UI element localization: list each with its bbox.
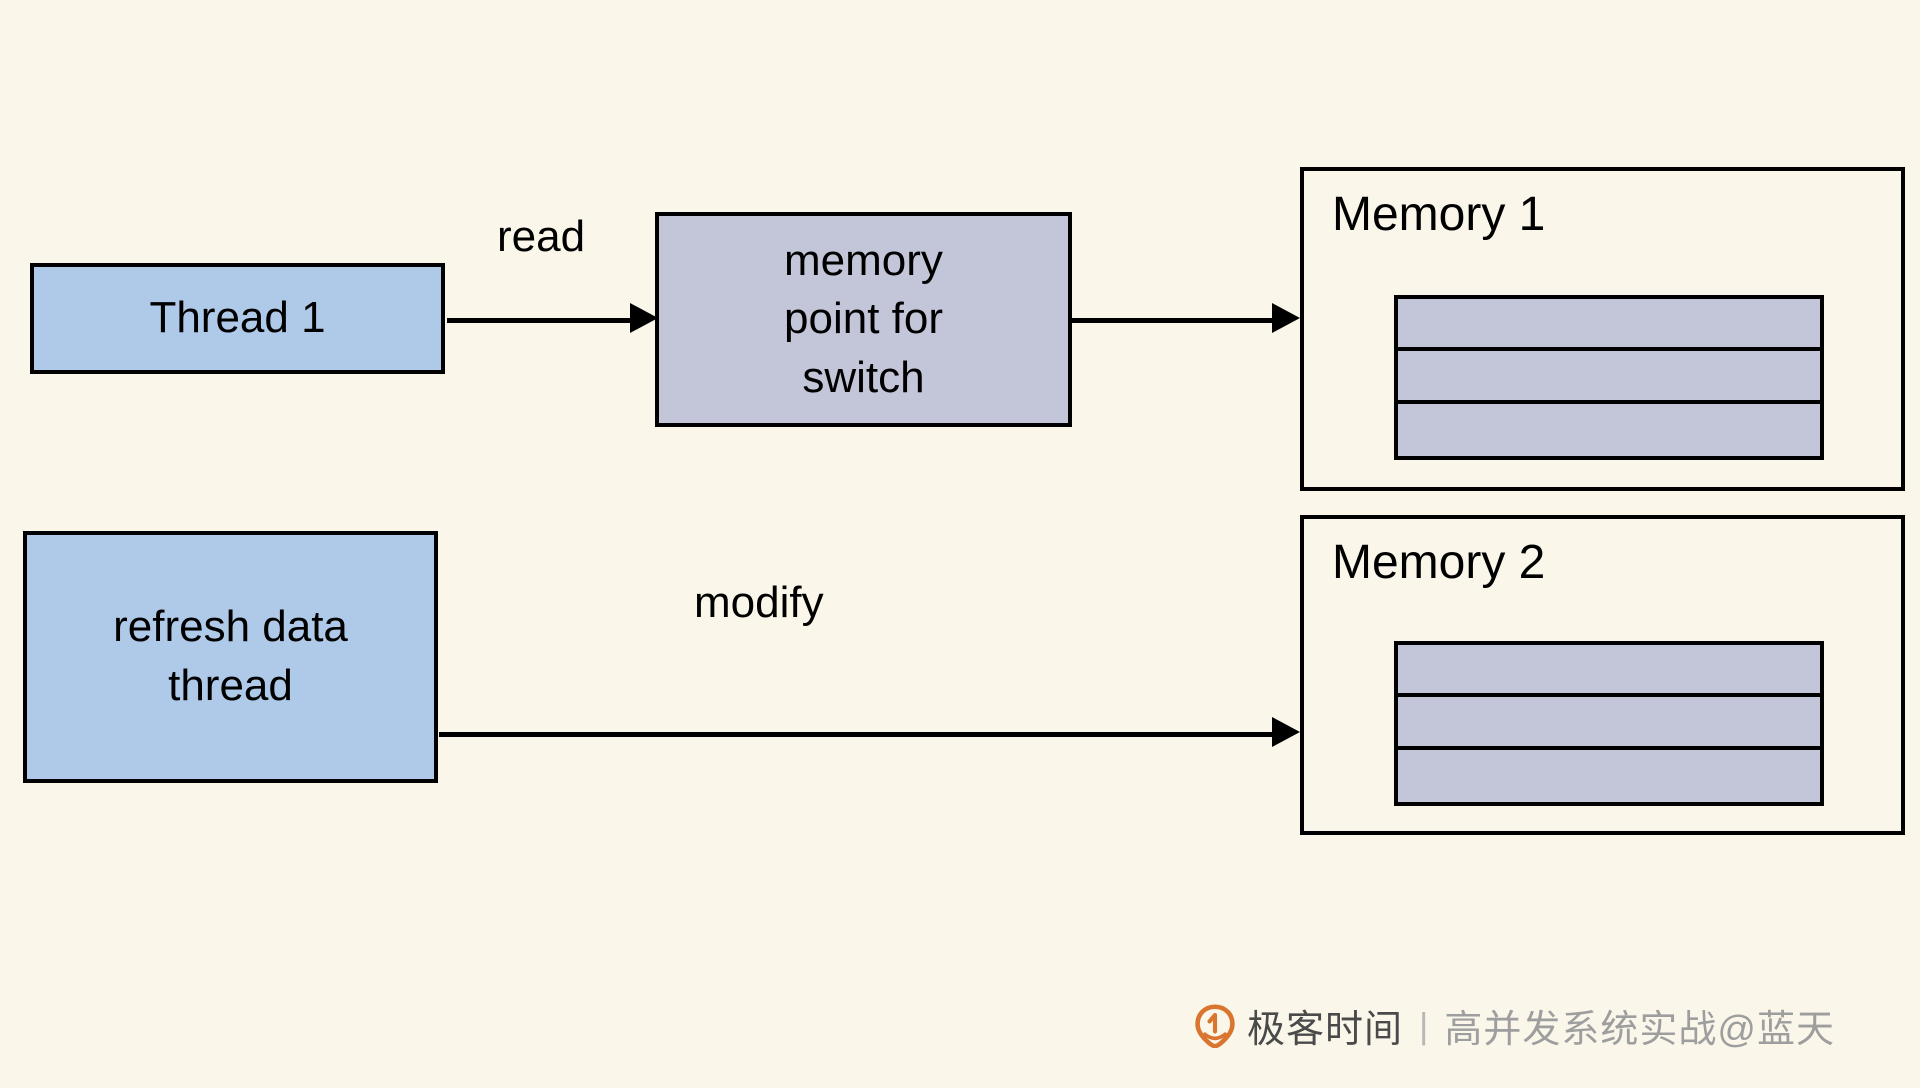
geekbang-logo-icon <box>1195 1003 1235 1048</box>
memory-point-node: memory point for switch <box>655 212 1072 427</box>
thread1-label: Thread 1 <box>149 293 326 343</box>
memory1-cell-row <box>1398 404 1820 456</box>
read-edge-arrowhead <box>630 303 658 333</box>
memory2-node: Memory 2 <box>1300 515 1905 835</box>
modify-edge-label: modify <box>694 578 824 627</box>
watermark-divider: | <box>1419 1004 1429 1046</box>
read-edge-line <box>447 318 637 323</box>
memory2-cell-row <box>1398 645 1820 698</box>
memory1-cell-row <box>1398 299 1820 352</box>
watermark: 极客时间 | 高并发系统实战@蓝天 <box>1193 998 1835 1053</box>
watermark-subtitle: 高并发系统实战@蓝天 <box>1444 1009 1835 1051</box>
modify-edge-line <box>439 732 1279 737</box>
memory1-cells <box>1394 295 1824 460</box>
memory2-title: Memory 2 <box>1332 536 1546 589</box>
memorypoint-to-memory1-edge-line <box>1072 318 1272 323</box>
memory1-title: Memory 1 <box>1332 188 1546 241</box>
modify-edge-arrowhead <box>1272 717 1300 747</box>
refresh-data-thread-node: refresh data thread <box>23 531 438 783</box>
memory-point-line1: memory <box>784 235 943 285</box>
memory-point-line2: point for <box>784 294 943 344</box>
memorypoint-to-memory1-edge-arrowhead <box>1272 303 1300 333</box>
read-edge-label: read <box>497 212 586 261</box>
thread1-node: Thread 1 <box>30 263 445 374</box>
refresh-thread-line1: refresh data <box>113 602 348 652</box>
memory2-cells <box>1394 641 1824 806</box>
memory-point-line3: switch <box>802 352 925 402</box>
refresh-thread-line2: thread <box>168 661 293 710</box>
memory2-cell-row <box>1398 750 1820 802</box>
memory1-node: Memory 1 <box>1300 167 1905 491</box>
watermark-brand: 极客时间 <box>1247 1009 1404 1051</box>
memory1-cell-row <box>1398 351 1820 404</box>
memory2-cell-row <box>1398 697 1820 750</box>
